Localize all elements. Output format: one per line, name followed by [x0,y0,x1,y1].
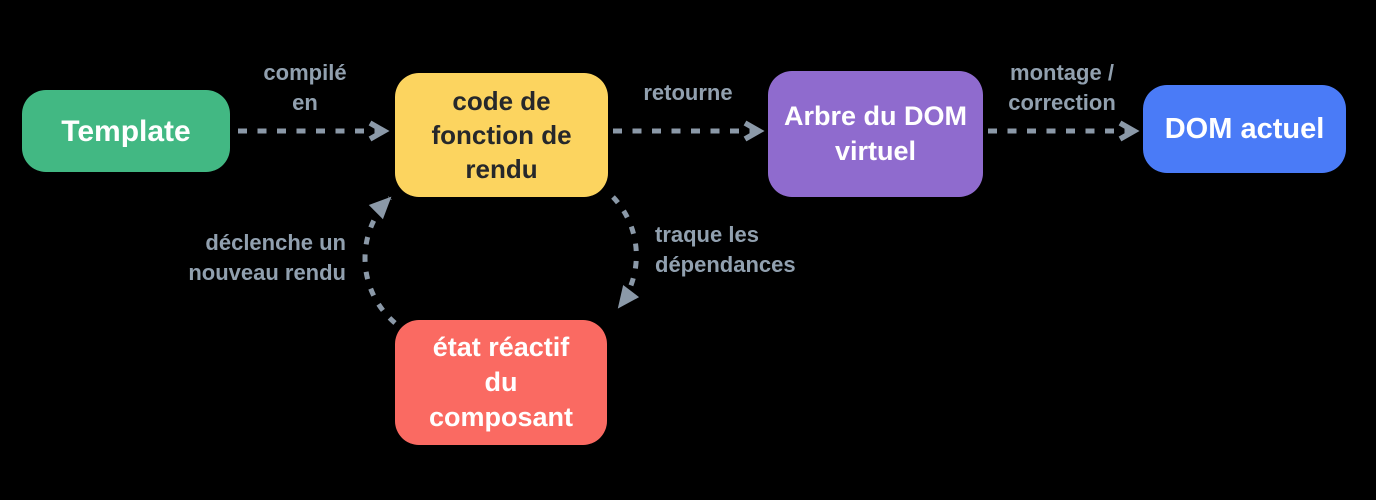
node-reactive-state: état réactif du composant [395,320,607,445]
edge-label-mount-patch: montage / correction [1008,60,1116,115]
node-actual-dom: DOM actuel [1143,85,1346,173]
arc-render-code-to-state [611,195,640,309]
node-template: Template [22,90,230,172]
node-render-function-code: code de fonction de rendu [395,73,608,197]
node-virtual-dom-tree: Arbre du DOM virtuel [768,71,983,197]
arc-state-to-render-code [362,196,397,325]
edge-label-compiled-into: compilé en [263,60,347,115]
edge-label-triggers-rerender: déclenche un nouveau rendu [188,230,346,285]
edge-label-returns: retourne [643,80,733,105]
edge-label-tracks-dependencies: traque les dépendances [655,222,796,277]
